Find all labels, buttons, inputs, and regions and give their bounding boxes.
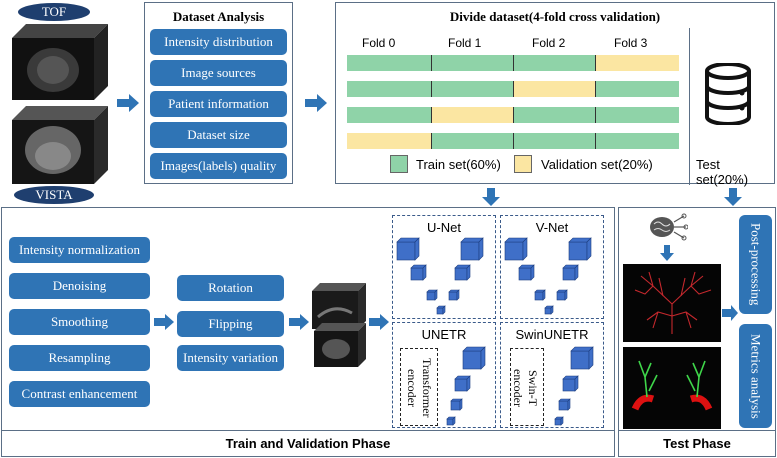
fold-cell-r3-c3 [595, 133, 679, 149]
divider-line [689, 28, 690, 185]
fold-cell-r3-c0 [347, 133, 431, 149]
swinunetr-title: SwinUNETR [515, 327, 589, 342]
analysis-item-sources: Image sources [150, 60, 287, 86]
test-phase-divider [619, 430, 775, 431]
legend-val-label: Validation set(20%) [541, 157, 653, 172]
unet-box[interactable]: U-Net [392, 215, 496, 319]
legend-train-swatch [390, 155, 408, 173]
preprocess-item-4: Contrast enhancement [9, 381, 150, 407]
unetr-encoder-label: Transformer encoder [405, 358, 434, 418]
fold-label-0: Fold 0 [362, 36, 396, 50]
divide-dataset-title: Divide dataset(4-fold cross validation) [449, 9, 661, 24]
fold-cell-r0-c3 [595, 55, 679, 71]
swin-decoder-diagram [554, 346, 594, 426]
unet-title: U-Net [427, 220, 461, 235]
swin-encoder-label: Swin-T encoder [511, 369, 540, 407]
preprocess-item-2: Smoothing [9, 309, 150, 335]
augment-item-2: Intensity variation [177, 345, 284, 371]
fold-cell-r1-c3 [595, 81, 679, 97]
unetr-decoder-diagram [446, 346, 486, 426]
augment-item-1: Flipping [177, 311, 284, 337]
analysis-item-size: Dataset size [150, 122, 287, 148]
fold-cell-r1-c2 [513, 81, 595, 97]
vessel-metrics-image [623, 347, 721, 429]
arrow-icon [482, 188, 500, 206]
analysis-item-patient: Patient information [150, 91, 287, 117]
fold-cell-r2-c3 [595, 107, 679, 123]
fold-cell-r2-c2 [513, 107, 595, 123]
dataset-analysis-title: Dataset Analysis [172, 9, 265, 24]
legend-train-label: Train set(60%) [416, 157, 501, 172]
arrow-icon [117, 94, 139, 112]
unetr-encoder-box: Transformer encoder [400, 348, 438, 426]
fold-cell-r0-c0 [347, 55, 431, 71]
train-phase-divider [2, 430, 614, 431]
post-processing-step: Post-processing [739, 215, 772, 314]
fold-cell-r2-c0 [347, 107, 431, 123]
fold-cell-r3-c2 [513, 133, 595, 149]
fold-cell-r2-c1 [431, 107, 513, 123]
swinunetr-box[interactable]: SwinUNETR Swin-T encoder [500, 322, 604, 428]
arrow-icon [289, 314, 309, 330]
metrics-analysis-step: Metrics analysis [739, 324, 772, 428]
tof-label: TOF [18, 3, 90, 21]
fold-cell-r0-c1 [431, 55, 513, 71]
augment-item-0: Rotation [177, 275, 284, 301]
test-phase-title: Test Phase [663, 436, 731, 451]
preprocess-item-0: Intensity normalization [9, 237, 150, 263]
vista-volume [12, 106, 108, 184]
fold-grid [347, 55, 681, 149]
swin-encoder-box: Swin-T encoder [510, 348, 544, 426]
fold-cell-r1-c0 [347, 81, 431, 97]
vista-label: VISTA [14, 186, 94, 204]
fold-cell-r0-c2 [513, 55, 595, 71]
train-phase-title: Train and Validation Phase [225, 436, 391, 451]
fold-label-1: Fold 1 [448, 36, 482, 50]
legend-val-swatch [514, 155, 532, 173]
test-set-label: Test set(20%) [696, 157, 749, 187]
fold-label-2: Fold 2 [532, 36, 566, 50]
vnet-title: V-Net [535, 220, 569, 235]
brain-icon [650, 213, 688, 241]
arrow-icon [154, 314, 174, 330]
vnet-box[interactable]: V-Net [500, 215, 604, 319]
analysis-item-intensity: Intensity distribution [150, 29, 287, 55]
unetr-box[interactable]: UNETR Transformer encoder [392, 322, 496, 428]
arrow-icon [660, 245, 674, 261]
preprocess-item-1: Denoising [9, 273, 150, 299]
augmented-volumes [312, 283, 366, 367]
tof-volume [12, 24, 108, 100]
preprocess-item-3: Resampling [9, 345, 150, 371]
fold-label-3: Fold 3 [614, 36, 648, 50]
vessel-segmentation-image [623, 264, 721, 342]
arrow-icon [722, 305, 738, 321]
arrow-icon [369, 314, 389, 330]
fold-cell-r1-c1 [431, 81, 513, 97]
fold-cell-r3-c1 [431, 133, 513, 149]
divide-dataset-panel: Divide dataset(4-fold cross validation) … [335, 2, 775, 187]
vnet-diagram [504, 237, 592, 315]
arrow-icon [305, 94, 327, 112]
database-icon [705, 63, 751, 125]
unet-diagram [396, 237, 484, 315]
analysis-item-quality: Images(labels) quality [150, 153, 287, 179]
arrow-icon [724, 188, 742, 206]
unetr-title: UNETR [421, 327, 467, 342]
